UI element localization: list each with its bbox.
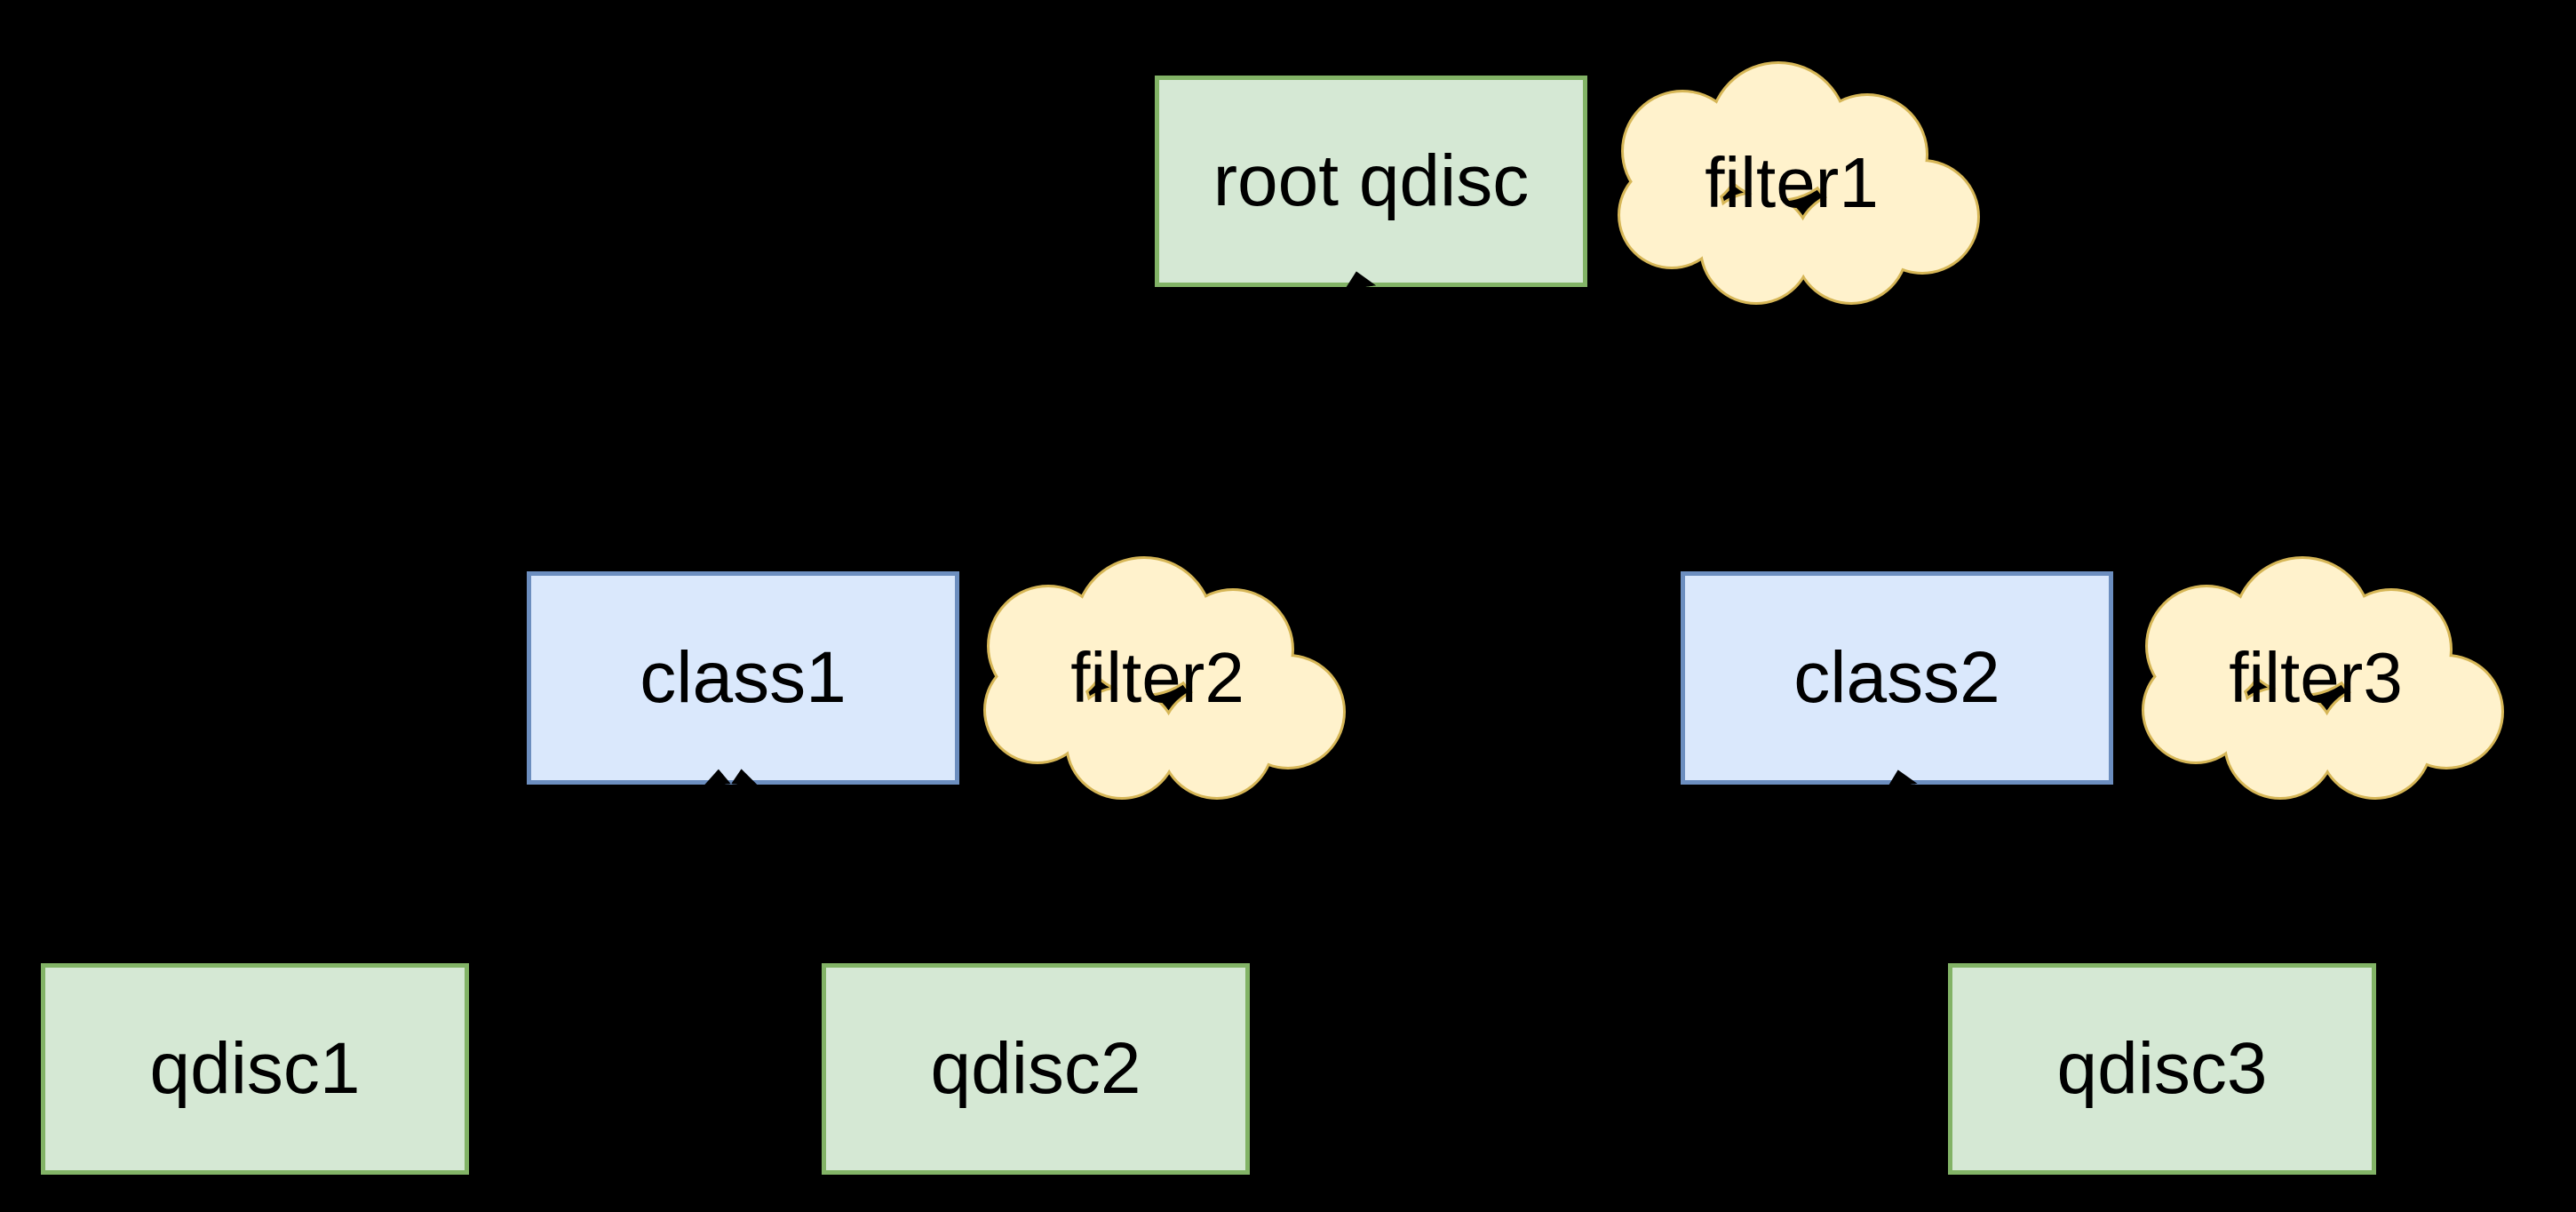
node-qdisc1-label: qdisc1 — [149, 1028, 361, 1109]
filter2-cloud: filter2 — [966, 554, 1348, 802]
node-class1-label: class1 — [640, 637, 847, 718]
filter3-cloud: filter3 — [2125, 554, 2507, 802]
node-class2: class2 — [1681, 571, 2113, 785]
node-qdisc2: qdisc2 — [822, 963, 1250, 1175]
node-class2-label: class2 — [1793, 637, 2000, 718]
filter1-label: filter1 — [1705, 143, 1879, 222]
node-qdisc3-label: qdisc3 — [2056, 1028, 2268, 1109]
filter3-label: filter3 — [2229, 638, 2403, 717]
filter1-cloud: filter1 — [1601, 59, 1983, 307]
cloud-icon — [1618, 61, 1980, 305]
node-root-qdisc: root qdisc — [1155, 76, 1587, 287]
node-qdisc3: qdisc3 — [1948, 963, 2376, 1175]
filter2-label: filter2 — [1070, 638, 1244, 717]
node-qdisc2-label: qdisc2 — [930, 1028, 1141, 1109]
node-qdisc1: qdisc1 — [41, 963, 469, 1175]
node-root-qdisc-label: root qdisc — [1212, 140, 1530, 221]
cloud-icon — [983, 556, 1346, 800]
cloud-icon — [2142, 556, 2504, 800]
node-class1: class1 — [527, 571, 959, 785]
